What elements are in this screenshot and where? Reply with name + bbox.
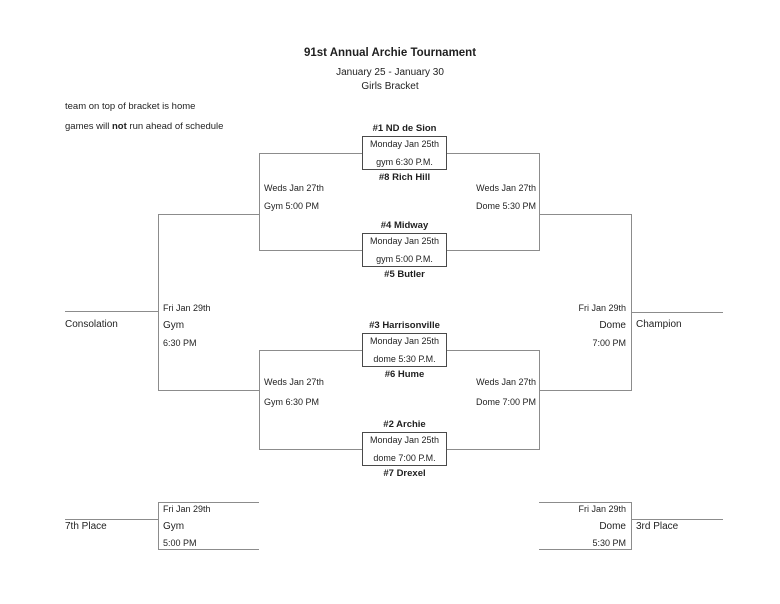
consolation-venue: Gym <box>163 320 185 331</box>
game-2: #4 Midway Monday Jan 25th gym 5:00 P.M. … <box>362 218 447 282</box>
line-champion-vertical <box>631 214 632 391</box>
game-1-date: Monday Jan 25th <box>369 139 440 149</box>
line-third-bottom <box>539 549 631 550</box>
line-game2-right <box>447 250 539 251</box>
seventh-result-label: 7th Place <box>65 521 107 532</box>
game-1-time: gym 6:30 P.M. <box>376 157 433 167</box>
seventh-date: Fri Jan 29th <box>163 504 211 514</box>
game-4: #2 Archie Monday Jan 25th dome 7:00 P.M.… <box>362 417 447 481</box>
line-semi-bottom-left-feed <box>158 390 259 391</box>
game-1-info-box: Monday Jan 25th gym 6:30 P.M. <box>362 136 447 170</box>
note-schedule-suffix: run ahead of schedule <box>126 121 224 132</box>
game-1: #1 ND de Sion Monday Jan 25th gym 6:30 P… <box>362 121 447 185</box>
game-2-time: gym 5:00 P.M. <box>376 254 433 264</box>
line-game4-left <box>259 449 362 450</box>
semi-bottom-left-date: Weds Jan 27th <box>264 377 324 387</box>
semi-bottom-right-venue: Dome 7:00 PM <box>475 397 536 407</box>
game-3: #3 Harrisonville Monday Jan 25th dome 5:… <box>362 318 447 382</box>
game-3-info-box: Monday Jan 25th dome 5:30 P.M. <box>362 333 447 367</box>
third-time: 5:30 PM <box>592 538 626 548</box>
third-date: Fri Jan 29th <box>578 504 626 514</box>
line-game3-right <box>447 350 539 351</box>
line-game3-left <box>259 350 362 351</box>
champion-result-label: Champion <box>636 319 682 330</box>
semi-top-right-date: Weds Jan 27th <box>476 183 536 193</box>
consolation-date: Fri Jan 29th <box>163 303 211 313</box>
game-1-away-team: #8 Rich Hill <box>378 172 431 183</box>
game-3-time: dome 5:30 P.M. <box>373 354 436 364</box>
line-seventh-top <box>158 502 259 503</box>
line-semi-top-right-feed <box>539 214 631 215</box>
line-consolation-winner <box>65 311 158 312</box>
line-semi-bottom-right-feed <box>539 390 631 391</box>
game-2-info-box: Monday Jan 25th gym 5:00 P.M. <box>362 233 447 267</box>
game-4-date: Monday Jan 25th <box>369 435 440 445</box>
game-2-away-team: #5 Butler <box>384 269 425 280</box>
game-1-home-team: #1 ND de Sion <box>372 123 437 134</box>
game-4-info-box: Monday Jan 25th dome 7:00 P.M. <box>362 432 447 466</box>
game-2-date: Monday Jan 25th <box>369 236 440 246</box>
seventh-time: 5:00 PM <box>163 538 197 548</box>
line-seventh-winner <box>65 519 158 520</box>
bracket-type: Girls Bracket <box>361 81 419 92</box>
line-third-winner <box>631 519 723 520</box>
line-semi-top-left-feed <box>158 214 259 215</box>
note-schedule: games will not run ahead of schedule <box>65 121 223 133</box>
semi-top-right-venue: Dome 5:30 PM <box>475 201 536 211</box>
game-4-home-team: #2 Archie <box>383 419 426 430</box>
line-semi-bottom-left-vertical <box>259 350 260 450</box>
consolation-time: 6:30 PM <box>163 338 197 348</box>
line-game4-right <box>447 449 539 450</box>
game-3-away-team: #6 Hume <box>384 369 425 380</box>
line-semi-top-left-vertical <box>259 153 260 251</box>
game-2-home-team: #4 Midway <box>380 220 429 231</box>
game-3-date: Monday Jan 25th <box>369 336 440 346</box>
page-title: 91st Annual Archie Tournament <box>303 47 477 59</box>
line-consolation-vertical <box>158 214 159 391</box>
line-semi-top-right-vertical <box>539 153 540 251</box>
champion-date: Fri Jan 29th <box>578 303 626 313</box>
semi-top-left-venue: Gym 5:00 PM <box>264 201 320 211</box>
tournament-dates: January 25 - January 30 <box>336 67 444 78</box>
line-game1-right <box>447 153 539 154</box>
champion-venue: Dome <box>599 320 626 331</box>
line-game1-left <box>259 153 362 154</box>
seventh-venue: Gym <box>163 521 185 532</box>
note-schedule-prefix: games will <box>65 121 112 132</box>
note-schedule-bold: not <box>112 121 127 132</box>
game-4-away-team: #7 Drexel <box>383 468 426 479</box>
line-seventh-bottom <box>158 549 259 550</box>
third-venue: Dome <box>599 521 626 532</box>
line-seventh-vertical <box>158 502 159 550</box>
line-third-vertical <box>631 502 632 550</box>
line-semi-bottom-right-vertical <box>539 350 540 450</box>
note-home-team: team on top of bracket is home <box>65 101 196 112</box>
third-result-label: 3rd Place <box>636 521 679 532</box>
line-game2-left <box>259 250 362 251</box>
line-champion-winner <box>631 312 723 313</box>
semi-bottom-right-date: Weds Jan 27th <box>476 377 536 387</box>
line-third-top <box>539 502 631 503</box>
game-3-home-team: #3 Harrisonville <box>369 320 440 331</box>
semi-top-left-date: Weds Jan 27th <box>264 183 324 193</box>
champion-time: 7:00 PM <box>592 338 626 348</box>
consolation-result-label: Consolation <box>65 319 118 330</box>
semi-bottom-left-venue: Gym 6:30 PM <box>264 397 320 407</box>
game-4-time: dome 7:00 P.M. <box>373 453 436 463</box>
